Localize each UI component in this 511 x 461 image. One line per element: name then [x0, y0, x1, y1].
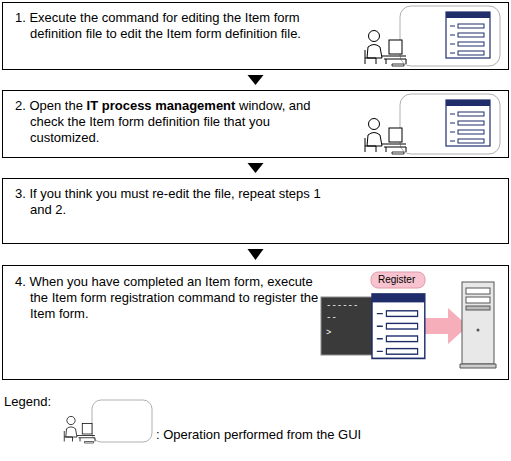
step-text: 1. Execute the command for editing the I… [15, 10, 330, 42]
legend-operator [64, 416, 95, 443]
process-box: 2. Open the IT process management window… [2, 90, 509, 158]
process-box: 4. When you have completed an Item form,… [2, 265, 509, 380]
step-text: 3. If you think you must re-edit the fil… [15, 186, 330, 218]
terminal-text: ------ [326, 301, 358, 311]
step-text: 2. Open the IT process management window… [15, 98, 330, 146]
step-text: 4. When you have completed an Item form,… [15, 274, 320, 322]
flow-arrow [248, 163, 264, 173]
legend-heading: Legend: [4, 394, 51, 410]
window-name: IT process management [87, 98, 236, 113]
legend-text: : Operation performed from the GUI [156, 427, 361, 443]
terminal-text: > [326, 328, 331, 338]
process-box: 1. Execute the command for editing the I… [2, 2, 509, 70]
operator [64, 416, 95, 443]
flow-arrow [248, 75, 264, 85]
terminal-text: -- [326, 313, 337, 323]
legend-gui-frame [92, 400, 152, 442]
badge-label: Register [378, 273, 415, 287]
process-box: 3. If you think you must re-edit the fil… [2, 178, 509, 244]
flow-arrow [248, 249, 264, 260]
